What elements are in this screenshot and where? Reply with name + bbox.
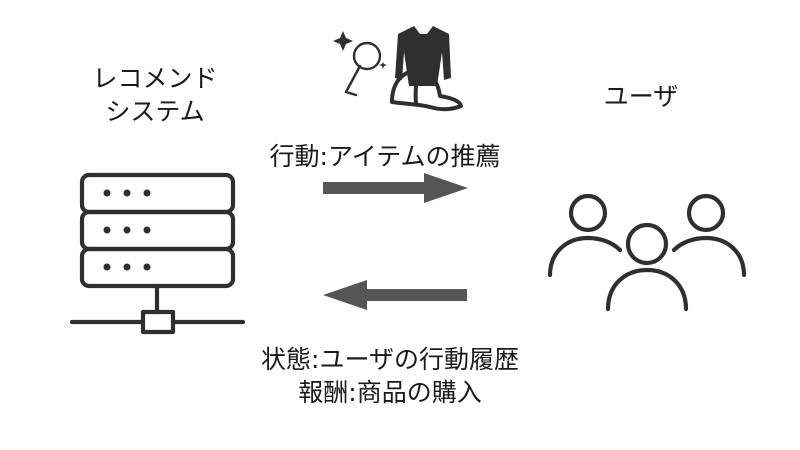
recommender-system-label: レコメンド システム: [60, 62, 250, 128]
recommender-system-label-line2: システム: [105, 97, 205, 126]
server-icon: [69, 172, 246, 335]
arrow-right-icon: [323, 173, 468, 203]
magic-mirror-icon: [333, 31, 387, 97]
cap-icon: [390, 69, 463, 112]
arrow-left-icon: [323, 280, 467, 310]
state-label: 状態:ユーザの行動履歴: [261, 345, 519, 374]
users-group-icon: [547, 193, 747, 312]
reward-label: 報酬:商品の購入: [298, 378, 482, 407]
action-label: 行動:アイテムの推薦: [269, 142, 501, 171]
user-label: ユーザ: [603, 82, 679, 111]
state-reward-label: 状態:ユーザの行動履歴 報酬:商品の購入: [175, 343, 605, 409]
recommender-system-label-line1: レコメンド: [92, 64, 218, 93]
